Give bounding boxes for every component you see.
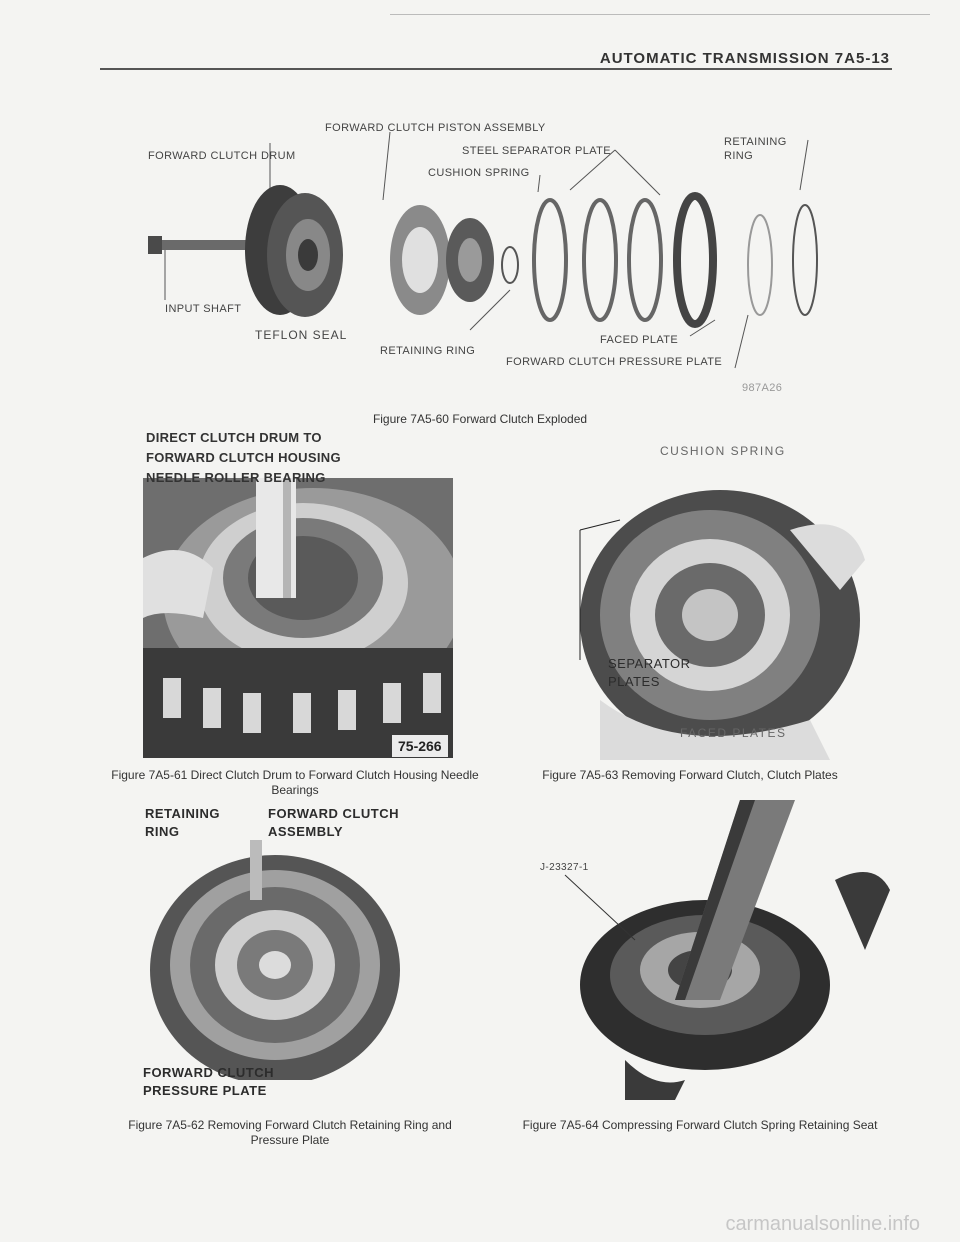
figure-63-separator-plates: SEPARATOR PLATES xyxy=(608,655,698,691)
label-cushion-spring: CUSHION SPRING xyxy=(428,167,530,179)
exploded-parts-drawing xyxy=(148,131,818,369)
forward-clutch-assembly-text: FORWARD CLUTCH ASSEMBLY xyxy=(268,806,399,839)
needle-bearing-photo xyxy=(143,478,453,758)
forward-clutch-pressure-plate-text: FORWARD CLUTCH PRESSURE PLATE xyxy=(143,1065,274,1098)
separator-plates-text: SEPARATOR PLATES xyxy=(608,656,691,689)
retaining-ring-text: RETAINING RING xyxy=(145,806,221,839)
label-forward-clutch-drum: FORWARD CLUTCH DRUM xyxy=(148,150,296,162)
figure-64-photo xyxy=(525,800,895,1100)
figure-63-faced-plates: FACED PLATES xyxy=(680,726,787,740)
figure-60-exploded-diagram xyxy=(140,110,840,400)
figure-61-tag: 75-266 xyxy=(392,735,448,757)
figure-62-forward-clutch-assembly: FORWARD CLUTCH ASSEMBLY xyxy=(268,805,428,841)
figure-63-caption: Figure 7A5-63 Removing Forward Clutch, C… xyxy=(542,768,838,782)
label-retaining-ring-top-text: RETAINING RING xyxy=(724,136,787,162)
figure-64-tool-label: J-23327-1 xyxy=(540,862,589,873)
figure-62-photo xyxy=(140,840,430,1080)
label-steel-separator-plate: STEEL SEPARATOR PLATE xyxy=(462,145,611,157)
spring-compressor-photo xyxy=(525,800,895,1100)
figure-60-code: 987A26 xyxy=(742,382,783,394)
label-faced-plate: FACED PLATE xyxy=(600,334,679,346)
figure-61-overlay-label: DIRECT CLUTCH DRUM TO FORWARD CLUTCH HOU… xyxy=(146,430,341,485)
figure-63-photo xyxy=(560,470,870,760)
figure-61-caption: Figure 7A5-61 Direct Clutch Drum to Forw… xyxy=(111,768,479,797)
label-retaining-ring-top: RETAINING RING xyxy=(724,135,794,163)
label-forward-clutch-piston-assembly: FORWARD CLUTCH PISTON ASSEMBLY xyxy=(325,122,546,134)
label-forward-clutch-pressure-plate: FORWARD CLUTCH PRESSURE PLATE xyxy=(506,356,723,368)
clutch-plates-photo xyxy=(560,470,870,760)
figure-62-retaining-ring: RETAINING RING xyxy=(145,805,225,841)
figure-60-caption: Figure 7A5-60 Forward Clutch Exploded xyxy=(372,412,588,426)
figure-61-photo xyxy=(143,478,453,758)
label-input-shaft: INPUT SHAFT xyxy=(165,303,242,315)
figure-62-caption: Figure 7A5-62 Removing Forward Clutch Re… xyxy=(128,1118,452,1147)
header-rule xyxy=(100,68,892,70)
label-retaining-ring-bottom: RETAINING RING xyxy=(380,345,476,357)
label-teflon-seal: TEFLON SEAL xyxy=(255,328,348,342)
figure-64-caption: Figure 7A5-64 Compressing Forward Clutch… xyxy=(522,1118,878,1132)
figure-62-forward-clutch-pressure-plate: FORWARD CLUTCH PRESSURE PLATE xyxy=(143,1064,283,1100)
footer-watermark: carmanualsonline.info xyxy=(725,1213,920,1235)
pressure-plate-photo xyxy=(140,840,430,1080)
figure-63-cushion-spring: CUSHION SPRING xyxy=(660,444,786,458)
page-header-title: AUTOMATIC TRANSMISSION 7A5-13 xyxy=(599,50,890,67)
top-rule xyxy=(390,14,930,15)
